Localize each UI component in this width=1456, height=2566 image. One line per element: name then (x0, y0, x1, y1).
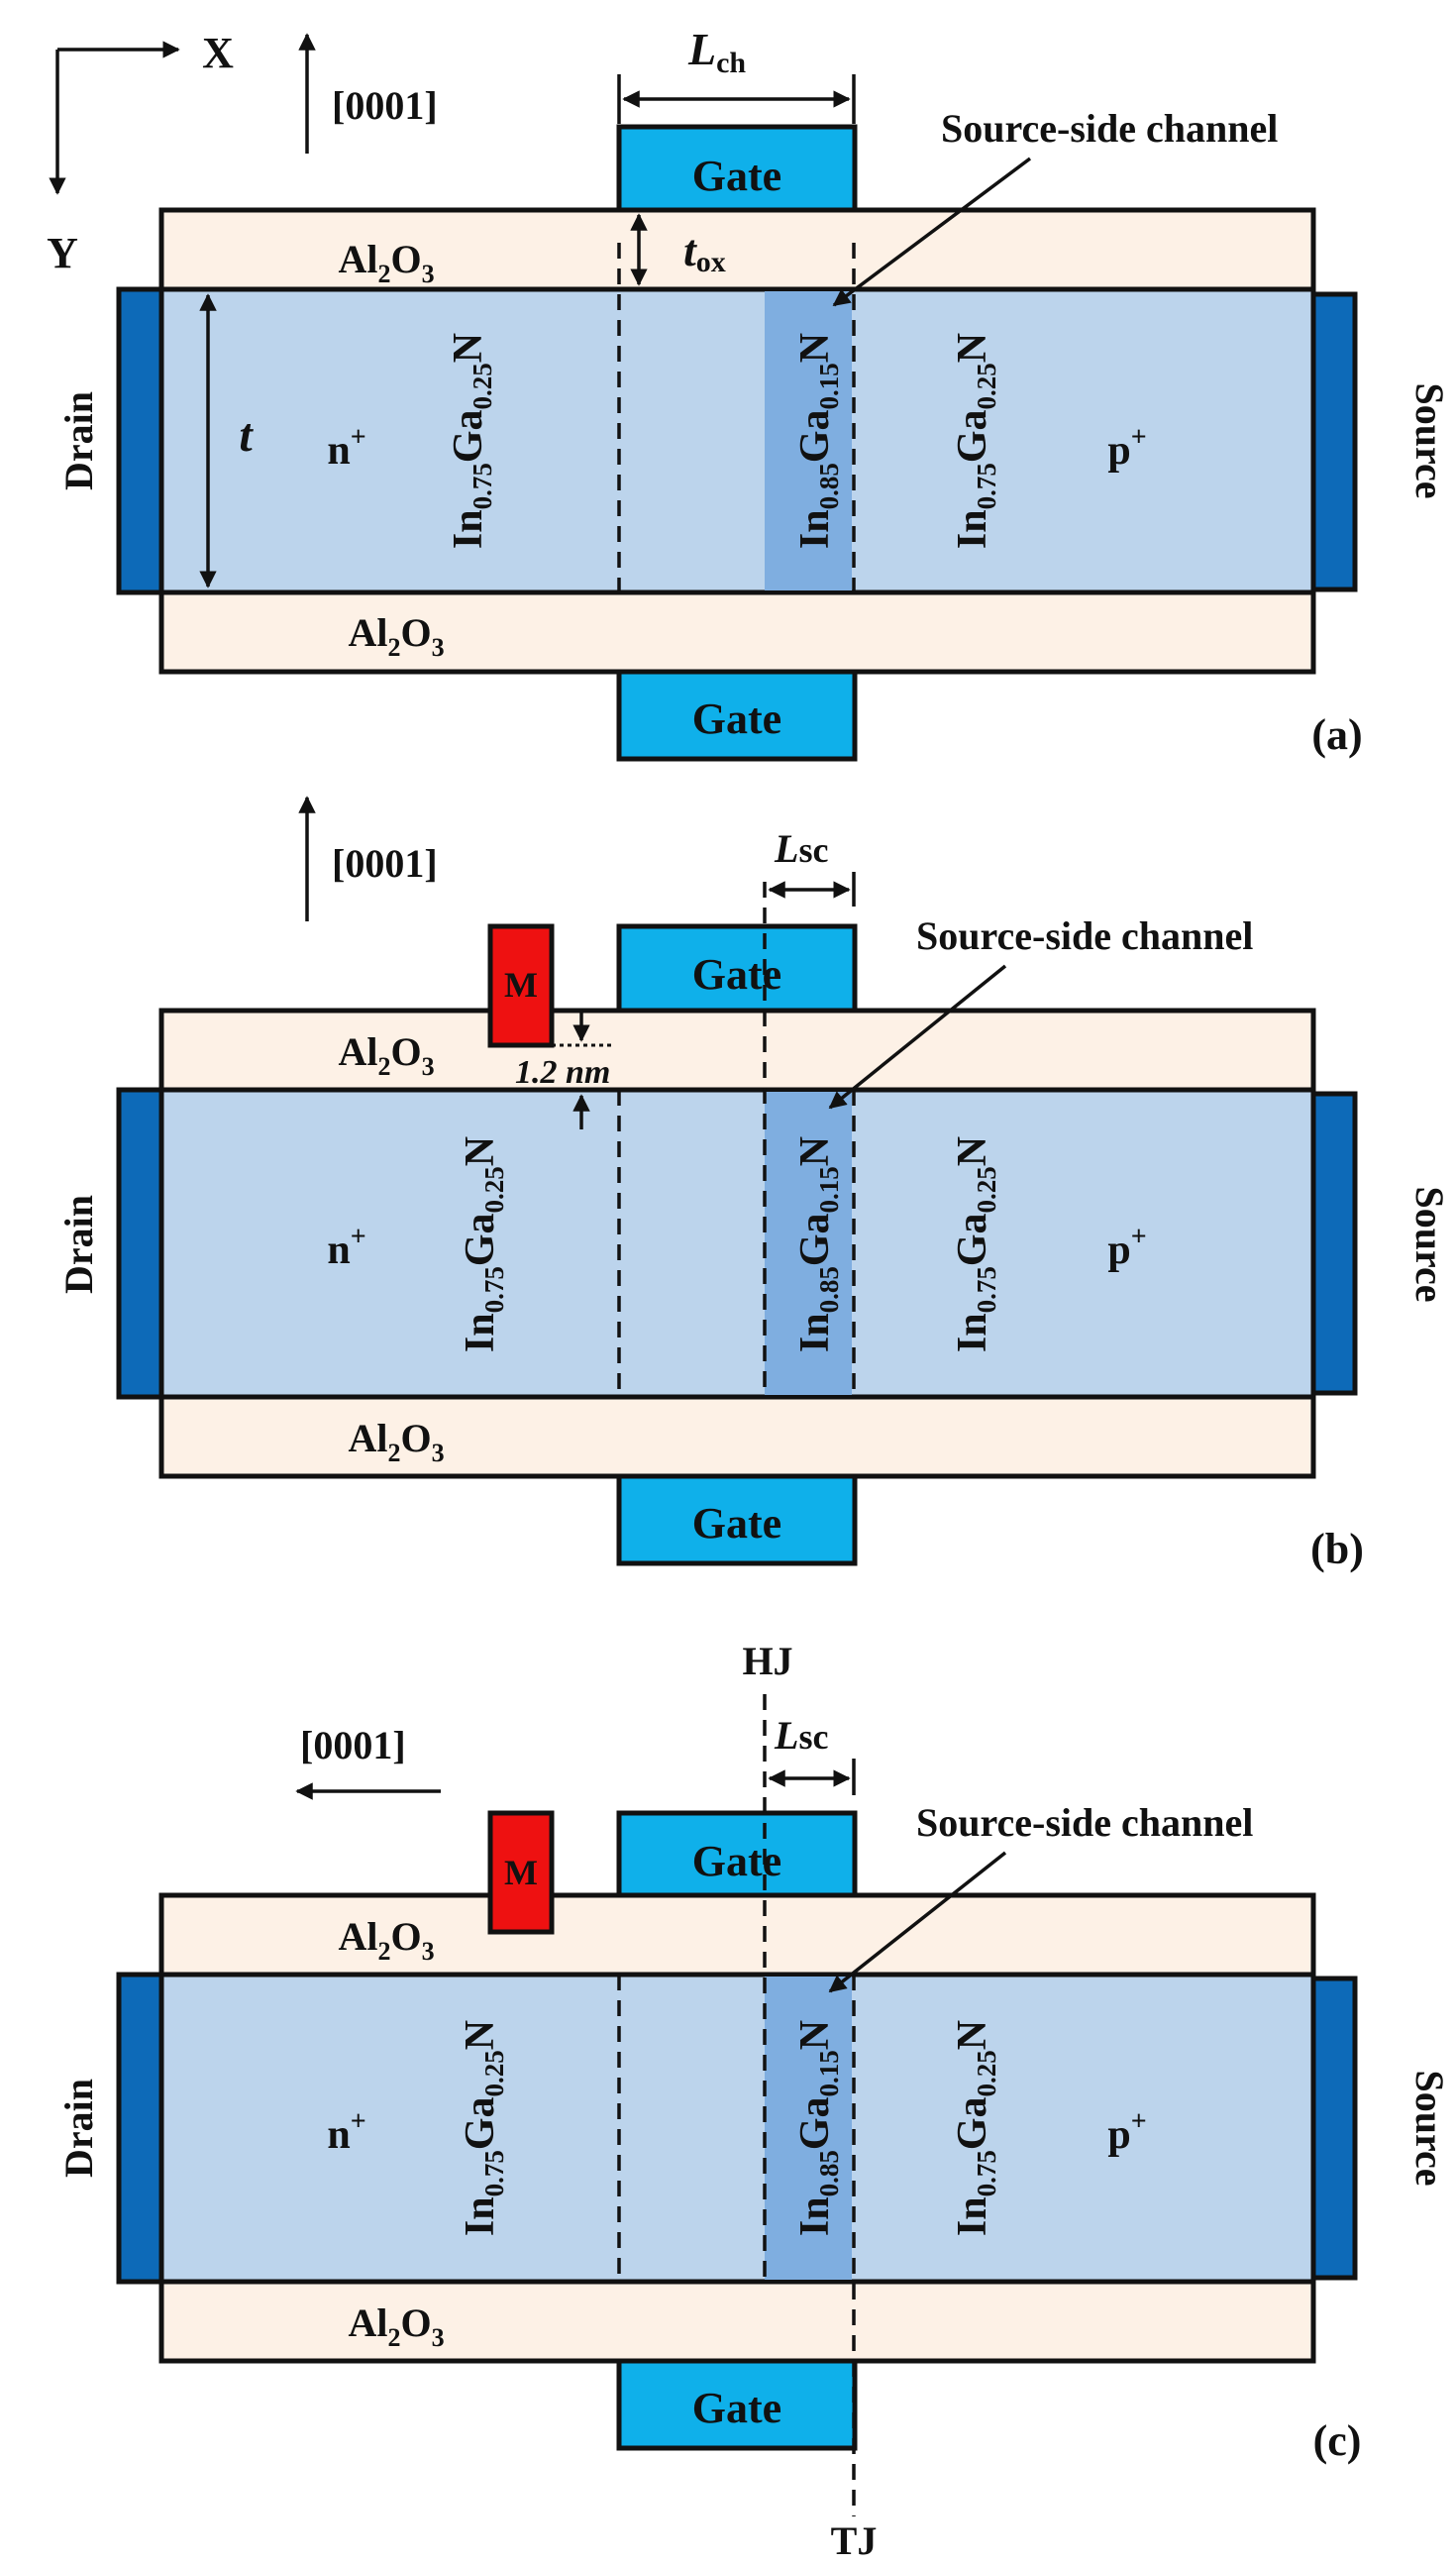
oxide-bottom-label: Al2O3 (348, 1416, 444, 1467)
panel-label: (b) (1310, 1525, 1364, 1573)
n-plus-label: n+ (327, 2106, 365, 2158)
oxide-bottom-label: Al2O3 (348, 610, 444, 662)
top-gate (616, 923, 858, 1014)
material-mid-label: In0.85Ga0.15N (792, 333, 844, 549)
direction-arrow: [0001] (298, 33, 438, 154)
material-right-label: In0.75Ga0.25N (950, 1136, 1001, 1352)
source-side-channel-region (765, 1092, 852, 1395)
drain-label: Drain (56, 1195, 101, 1294)
callout-label: Source-side channel (916, 913, 1253, 958)
source-contact (1310, 291, 1358, 592)
direction-arrow: [0001] (298, 796, 438, 921)
metal-block (487, 923, 555, 1048)
oxide-bottom-layer (158, 1394, 1316, 1479)
direction-label: [0001] (332, 841, 438, 886)
oxide-top-label: Al2O3 (338, 1029, 434, 1081)
panel-c: [0001] HJ TJ Al2O3 Al2O3 Drain Source Ga… (56, 1639, 1452, 2563)
drain-contact (116, 1972, 164, 2285)
panel-label: (a) (1311, 710, 1362, 759)
direction-label: [0001] (332, 83, 438, 128)
tunnel-junction-label: TJ (831, 2518, 878, 2563)
metal-label: M (504, 1853, 538, 1892)
bottom-gate-label: Gate (692, 695, 781, 743)
callout-arrow (828, 964, 1007, 1110)
top-gate-label: Gate (692, 950, 781, 999)
p-plus-label: p+ (1107, 1222, 1146, 1273)
bottom-gate (616, 669, 858, 762)
source-label: Source (1407, 1186, 1452, 1302)
source-side-channel-region (765, 291, 852, 590)
direction-arrow: [0001] (295, 1723, 441, 1800)
oxide-bottom-layer (158, 589, 1316, 675)
source-channel-length-label: Lsc (774, 1713, 828, 1758)
drain-contact (116, 286, 164, 595)
callout-label: Source-side channel (941, 106, 1278, 151)
oxide-top-layer (158, 207, 1316, 292)
material-left-label: In0.75Ga0.25N (458, 1136, 509, 1352)
body-thickness-label: t (239, 409, 254, 462)
drain-label: Drain (56, 391, 101, 490)
oxide-bottom-layer (158, 2279, 1316, 2364)
material-left-label: In0.75Ga0.25N (446, 333, 497, 549)
semiconductor-body (158, 1087, 1316, 1400)
x-axis-label: X (202, 29, 234, 77)
source-contact (1310, 1976, 1358, 2281)
bottom-gate-label: Gate (692, 2384, 781, 2432)
bottom-gate (616, 1473, 858, 1566)
bottom-gate (616, 2358, 858, 2451)
material-right-label: In0.75Ga0.25N (950, 2020, 1001, 2236)
distance-label: 1.2 nm (515, 1054, 610, 1091)
direction-label: [0001] (300, 1723, 406, 1767)
p-plus-label: p+ (1107, 422, 1146, 474)
top-gate (616, 1810, 858, 1898)
callout-arrow (828, 1851, 1007, 1993)
oxide-bottom-label: Al2O3 (348, 2300, 444, 2352)
material-mid-label: In0.85Ga0.15N (792, 1136, 844, 1352)
top-gate (616, 124, 858, 213)
y-axis-label: Y (47, 229, 78, 277)
callout-label: Source-side channel (916, 1800, 1253, 1845)
p-plus-label: p+ (1107, 2106, 1146, 2158)
bottom-gate-label: Gate (692, 1499, 781, 1548)
material-left-label: In0.75Ga0.25N (458, 2020, 509, 2236)
panel-a: X Y [0001] Al2O3 Al2O3 Drain Source Gate… (47, 24, 1452, 762)
callout-arrow (832, 157, 1032, 307)
oxide-top-label: Al2O3 (338, 1914, 434, 1966)
material-mid-label: In0.85Ga0.15N (792, 2020, 844, 2236)
n-plus-label: n+ (327, 422, 365, 474)
n-plus-label: n+ (327, 1222, 365, 1273)
channel-length-label: Lch (687, 24, 746, 79)
panel-b: [0001] Al2O3 Al2O3 Drain Source Gate Gat… (56, 796, 1452, 1573)
source-side-channel-region (765, 1977, 852, 2280)
metal-block (487, 1810, 555, 1935)
source-label: Source (1407, 2070, 1452, 2186)
semiconductor-body (158, 1972, 1316, 2285)
coordinate-axes: X Y (47, 29, 234, 277)
oxide-top-layer (158, 1892, 1316, 1978)
semiconductor-body (158, 286, 1316, 595)
material-right-label: In0.75Ga0.25N (950, 333, 1001, 549)
oxide-thickness-label: tox (683, 225, 726, 278)
drain-label: Drain (56, 2079, 101, 2178)
drain-contact (116, 1087, 164, 1400)
source-contact (1310, 1091, 1358, 1396)
metal-label: M (504, 965, 538, 1005)
oxide-top-layer (158, 1008, 1316, 1093)
source-channel-length-label: Lsc (774, 826, 828, 871)
heterojunction-label: HJ (742, 1639, 792, 1683)
source-label: Source (1407, 382, 1452, 498)
panel-label: (c) (1313, 2416, 1362, 2465)
top-gate-label: Gate (692, 1837, 781, 1885)
top-gate-label: Gate (692, 152, 781, 200)
oxide-top-label: Al2O3 (338, 237, 434, 288)
